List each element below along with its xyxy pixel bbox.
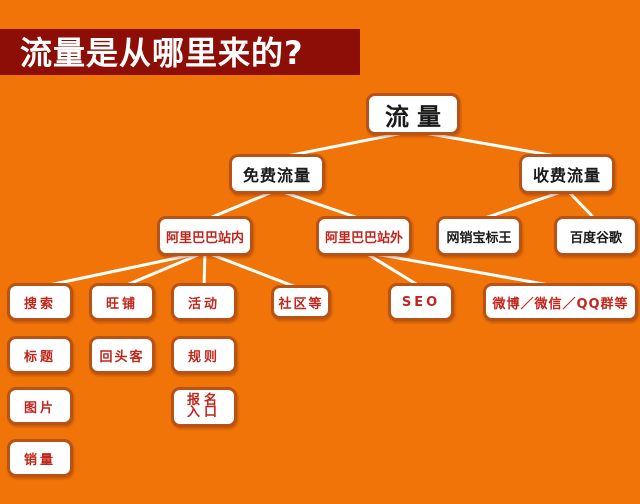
connector-paid-wangxiao — [477, 188, 569, 222]
connector-root-free — [275, 129, 415, 160]
node-sales-volume: 销量 — [7, 439, 73, 477]
node-paid-traffic: 收费流量 — [519, 154, 615, 194]
node-free-traffic: 免费流量 — [229, 154, 325, 194]
node-repeat-customer: 回头客 — [89, 336, 155, 374]
node-baidu-google: 百度谷歌 — [554, 216, 638, 256]
title-banner — [0, 29, 360, 75]
node-signup-entry: 报名 入口 — [171, 387, 237, 427]
connector-root-paid — [411, 129, 569, 160]
node-rules: 规则 — [171, 336, 237, 374]
node-alibaba-external: 阿里巴巴站外 — [316, 216, 412, 256]
page-title: 流量是从哪里来的? — [20, 34, 304, 72]
connector-free-alibaba_in — [203, 188, 279, 222]
connector-alibaba_in-activity — [202, 250, 207, 289]
node-activity: 活动 — [171, 283, 237, 321]
node-alibaba-internal: 阿里巴巴站内 — [157, 216, 253, 256]
connector-alibaba_out-seo — [362, 250, 423, 289]
connector-alibaba_in-search — [38, 250, 207, 289]
node-search: 搜索 — [7, 283, 73, 321]
connector-paid-baidu_google — [565, 188, 598, 222]
connector-alibaba_out-weibo — [362, 250, 562, 289]
node-image: 图片 — [7, 387, 73, 425]
node-wangpu: 旺铺 — [89, 283, 155, 321]
node-seo: SEO — [388, 283, 454, 321]
connector-alibaba_in-community — [203, 250, 303, 291]
connector-alibaba_in-wangpu — [120, 250, 207, 289]
node-community: 社区等 — [271, 285, 331, 319]
node-headline: 标题 — [7, 336, 73, 374]
node-weibo-wechat-qq: 微博／微信／QQ群等 — [483, 283, 638, 321]
node-wangxiaobao: 网销宝标王 — [436, 216, 522, 256]
node-root-traffic: 流量 — [366, 93, 460, 135]
connector-free-alibaba_out — [275, 188, 366, 222]
